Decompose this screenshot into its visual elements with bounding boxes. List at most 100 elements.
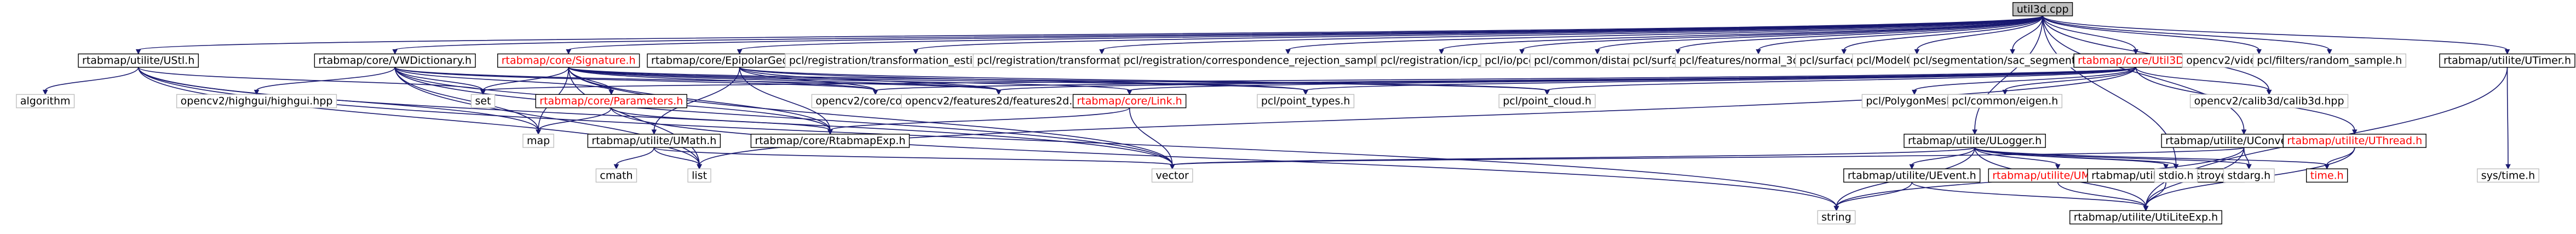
edge-arrowhead: [2010, 49, 2015, 55]
edge-root-to-mls: [1843, 15, 2043, 50]
node-box: [1843, 168, 1981, 183]
edge-root-to-util3dh: [2042, 15, 2136, 50]
edge-arrowhead: [1756, 49, 1761, 55]
edge-arrowhead: [651, 129, 657, 135]
node-box: [1257, 94, 1355, 109]
edge-root-to-normal3d: [1758, 15, 2043, 50]
edge-parameters-to-map: [538, 107, 612, 131]
node-uevent[interactable]: rtabmap/utilite/UEvent.h: [1843, 168, 1981, 183]
node-box: [2154, 168, 2198, 183]
node-uexp[interactable]: rtabmap/utilite/UtiLiteExp.h: [2069, 210, 2222, 225]
edge-arrowhead: [1909, 164, 1915, 170]
edge-vardict-to-highgui: [256, 67, 396, 92]
edge-arrowhead: [2241, 129, 2247, 135]
edge-root-to-icp_nl: [1441, 15, 2043, 51]
node-label: pcl/registration/icp_nl.h: [1381, 55, 1503, 67]
node-label: rtabmap/utilite/UEvent.h: [1848, 169, 1976, 181]
edge-signature-to-features2d: [568, 66, 999, 92]
node-box: [535, 94, 687, 109]
edge-parameters-to-string: [611, 107, 1837, 207]
edge-root-to-random: [2042, 15, 2330, 51]
edge-signature-to-pointtypes: [568, 66, 1306, 92]
node-util3dh[interactable]: rtabmap/core/Util3D.h: [2073, 53, 2198, 68]
node-label: rtabmap/core/RtabmapExp.h: [755, 135, 905, 147]
edge-arrowhead: [608, 89, 614, 95]
node-label: rtabmap/utilite/UtiLiteExp.h: [2074, 212, 2218, 224]
node-label: pcl/filters/random_sample.h: [2257, 55, 2402, 67]
node-ulogger[interactable]: rtabmap/utilite/ULogger.h: [1904, 134, 2046, 148]
edge-utimer-to-systime: [2506, 67, 2509, 165]
edge-epipolar-to-corecore: [739, 67, 876, 92]
node-label: time.h: [2310, 169, 2344, 181]
edge-arrowhead: [2327, 49, 2332, 55]
edge-parameters-to-rtabexp: [611, 107, 831, 131]
node-rtabexp[interactable]: rtabmap/core/RtabmapExp.h: [750, 134, 910, 148]
edge-signature-to-rtabexp: [568, 67, 831, 130]
edge-arrowhead: [1169, 164, 1175, 170]
node-parameters[interactable]: rtabmap/core/Parameters.h: [535, 94, 687, 109]
edge-arrowhead: [1841, 49, 1847, 55]
edge-util3dh-to-calib3d: [2135, 67, 2270, 92]
node-label: rtabmap/core/Signature.h: [502, 55, 636, 67]
node-label: pcl/point_cloud.h: [1503, 95, 1591, 107]
edge-signature-to-link: [568, 66, 1130, 92]
edge-uthread-to-timeh: [2326, 147, 2355, 165]
node-label: opencv2/highgui/highgui.hpp: [181, 95, 333, 107]
edge-umath-to-cmath: [616, 147, 655, 165]
edge-root-to-uconv: [2042, 15, 2245, 130]
node-uthread[interactable]: rtabmap/utilite/UThread.h: [2282, 134, 2427, 148]
node-label: rtabmap/core/Util3D.h: [2078, 55, 2194, 67]
node-box: [2252, 53, 2407, 68]
edge-ulogger-to-stdio: [1974, 147, 2177, 165]
edge-arrowhead: [1099, 49, 1105, 55]
edge-arrowhead: [737, 49, 743, 55]
node-features2d: opencv2/features2d/features2d.hpp: [901, 94, 1097, 109]
node-root[interactable]: util3d.cpp: [2013, 2, 2073, 16]
node-eigen: pcl/common/eigen.h: [1947, 94, 2063, 109]
node-util[interactable]: rtabmap/utilite/UStl.h: [78, 53, 199, 68]
edge-util-to-vector: [137, 67, 1173, 165]
edge-arrowhead: [1544, 89, 1550, 95]
edge-arrowhead: [827, 129, 833, 135]
node-link[interactable]: rtabmap/core/Link.h: [1072, 94, 1187, 109]
node-label: rtabmap/core/Parameters.h: [539, 95, 683, 107]
node-timeh[interactable]: time.h: [2306, 168, 2348, 183]
edge-arrowhead: [42, 89, 48, 95]
node-label: stdarg.h: [2227, 169, 2270, 181]
node-box: [1817, 210, 1856, 225]
edge-arrowhead: [872, 89, 878, 95]
node-systime: sys/time.h: [2477, 168, 2539, 183]
edge-epipolar-to-umath: [653, 67, 740, 130]
node-label: pcl/segmentation/sac_segmentation.h: [1913, 55, 2112, 67]
node-box: [522, 134, 554, 148]
edge-root-to-reg_2d: [1101, 15, 2043, 51]
node-signature[interactable]: rtabmap/core/Signature.h: [497, 53, 640, 68]
node-label: rtabmap/utilite/UStl.h: [82, 55, 194, 67]
node-box: [2439, 53, 2575, 68]
edge-arrowhead: [1519, 49, 1525, 55]
edge-arrowhead: [1439, 49, 1445, 55]
edge-signature-to-corecore: [568, 66, 876, 92]
edge-umath-to-vector: [653, 147, 1173, 165]
node-vardict[interactable]: rtabmap/core/VWDictionary.h: [314, 53, 476, 68]
node-box: [2223, 168, 2275, 183]
node-box: [687, 168, 711, 183]
edge-arrowhead: [392, 49, 398, 55]
edge-uconv-to-vector: [1171, 147, 2245, 165]
node-label: opencv2/features2d/features2d.hpp: [905, 95, 1092, 107]
node-box: [2477, 168, 2539, 183]
edge-epipolar-to-features2d: [739, 66, 999, 92]
node-box: [750, 134, 910, 148]
node-utimer[interactable]: rtabmap/utilite/UTimer.h: [2439, 53, 2575, 68]
edge-arrowhead: [1285, 49, 1291, 55]
node-cmath: cmath: [595, 168, 637, 183]
node-box: [2013, 2, 2073, 16]
node-label: opencv2/calib3d/calib3d.hpp: [2194, 95, 2344, 107]
edge-root-to-util: [137, 15, 2043, 51]
edge-util3dh-to-pointcloud: [1546, 66, 2136, 92]
edge-util3dh-to-eigen: [2004, 67, 2136, 92]
edge-arrowhead: [2504, 49, 2510, 55]
edge-util-to-algorithm: [44, 67, 139, 91]
edge-root-to-distances: [1597, 15, 2043, 51]
node-umath[interactable]: rtabmap/utilite/UMath.h: [587, 134, 721, 148]
